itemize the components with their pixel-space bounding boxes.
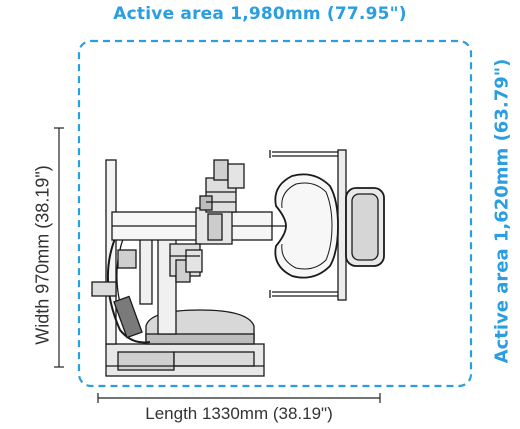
active-area-boundary [77,39,473,388]
seat [274,173,339,279]
length-dimension-line [97,393,381,403]
upper-grip [199,159,245,213]
rotation-arc [107,235,151,344]
active-area-width-label: Active area 1,980mm (77.95") [113,4,407,24]
machine-top-view [91,149,385,377]
width-dimension-line [54,127,64,368]
lower-grip [169,243,203,283]
length-dimension-label: Length 1330mm (38.19") [145,404,333,423]
